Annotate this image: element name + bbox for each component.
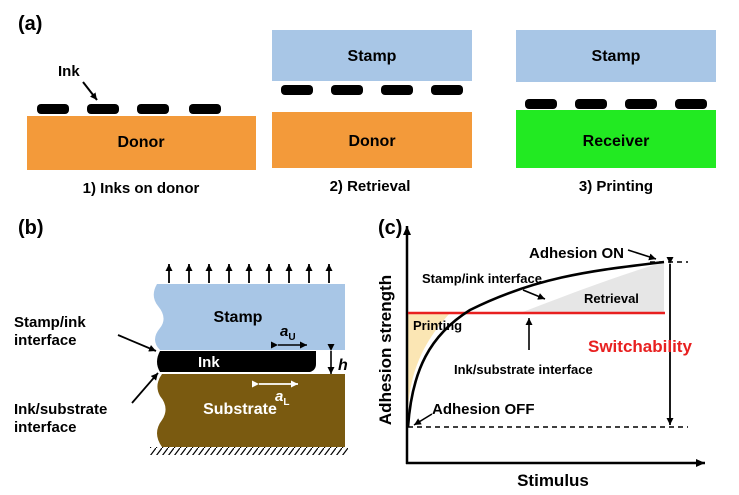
stamp-body xyxy=(153,284,345,350)
ink-substrate-interface-arrow xyxy=(131,372,159,404)
ink-piece xyxy=(575,99,607,109)
panel-b-label: (b) xyxy=(18,217,44,239)
stamp-block-3 xyxy=(516,30,716,82)
ink-piece xyxy=(87,104,119,114)
receiver-label: Receiver xyxy=(583,133,650,150)
receiver-block xyxy=(516,110,716,168)
caption-step3: 3) Printing xyxy=(579,178,653,195)
caption-step2: 2) Retrieval xyxy=(330,178,411,195)
retrieval-label: Retrieval xyxy=(584,291,639,306)
ink-piece xyxy=(381,85,413,95)
donor-block-2 xyxy=(272,112,472,168)
stamp-label-2: Stamp xyxy=(348,48,397,65)
ink-piece xyxy=(431,85,463,95)
switchability-label: Switchability xyxy=(588,337,692,356)
substrate-body xyxy=(157,374,345,447)
stamp-ink-interface-arrow xyxy=(117,334,157,352)
step2-retrieval: Stamp Donor 2) Retrieval xyxy=(272,30,472,195)
donor-label-1: Donor xyxy=(117,134,164,151)
pull-arrows xyxy=(165,264,333,283)
stamp-label-3: Stamp xyxy=(592,48,641,65)
panel-a-label: (a) xyxy=(18,13,42,35)
adhesion-on-arrow xyxy=(627,249,657,261)
ink-piece xyxy=(137,104,169,114)
step3-printing: Stamp Receiver 3) Printing xyxy=(516,30,716,195)
ink-label: Ink xyxy=(58,63,80,80)
panel-c-label: (c) xyxy=(378,217,402,239)
a-upper-label: aU xyxy=(280,323,296,343)
stamp-ink-interface-label: Stamp/ink interface xyxy=(14,314,90,349)
ink-piece xyxy=(281,85,313,95)
x-axis-label: Stimulus xyxy=(517,471,589,490)
a-lower-label: aL xyxy=(275,388,289,408)
retrieval-region xyxy=(520,262,664,313)
ground-hatch xyxy=(150,447,348,455)
stamp-ink-curve-arrow xyxy=(522,289,546,300)
ink-pointer-arrow xyxy=(82,81,98,101)
step1-inks-on-donor: Ink Donor 1) Inks on donor xyxy=(27,63,256,197)
printing-region xyxy=(408,313,450,410)
printing-label: Printing xyxy=(413,318,462,333)
stamp-label: Stamp xyxy=(214,309,263,326)
h-label: h xyxy=(338,357,348,374)
adhesion-on-label: Adhesion ON xyxy=(529,245,624,262)
ink-piece xyxy=(37,104,69,114)
ink-label: Ink xyxy=(198,354,220,371)
ink-substrate-interface-line-label: Ink/substrate interface xyxy=(454,362,593,377)
ink-piece xyxy=(331,85,363,95)
adhesion-off-label: Adhesion OFF xyxy=(432,401,535,418)
stamp-ink-adhesion-curve xyxy=(406,260,665,428)
ink-substrate-interface-label: Ink/substrate interface xyxy=(14,401,112,436)
ink-film xyxy=(157,351,316,372)
y-axis-label: Adhesion strength xyxy=(376,275,395,425)
caption-step1: 1) Inks on donor xyxy=(83,180,200,197)
donor-label-2: Donor xyxy=(348,133,395,150)
ink-piece xyxy=(625,99,657,109)
donor-block-1 xyxy=(27,116,256,170)
stamp-block-2 xyxy=(272,30,472,81)
ink-piece xyxy=(675,99,707,109)
substrate-label: Substrate xyxy=(203,401,277,418)
stamp-ink-interface-curve-label: Stamp/ink interface xyxy=(422,271,542,286)
ink-piece xyxy=(525,99,557,109)
ink-piece xyxy=(189,104,221,114)
adhesion-off-arrow xyxy=(413,413,433,426)
